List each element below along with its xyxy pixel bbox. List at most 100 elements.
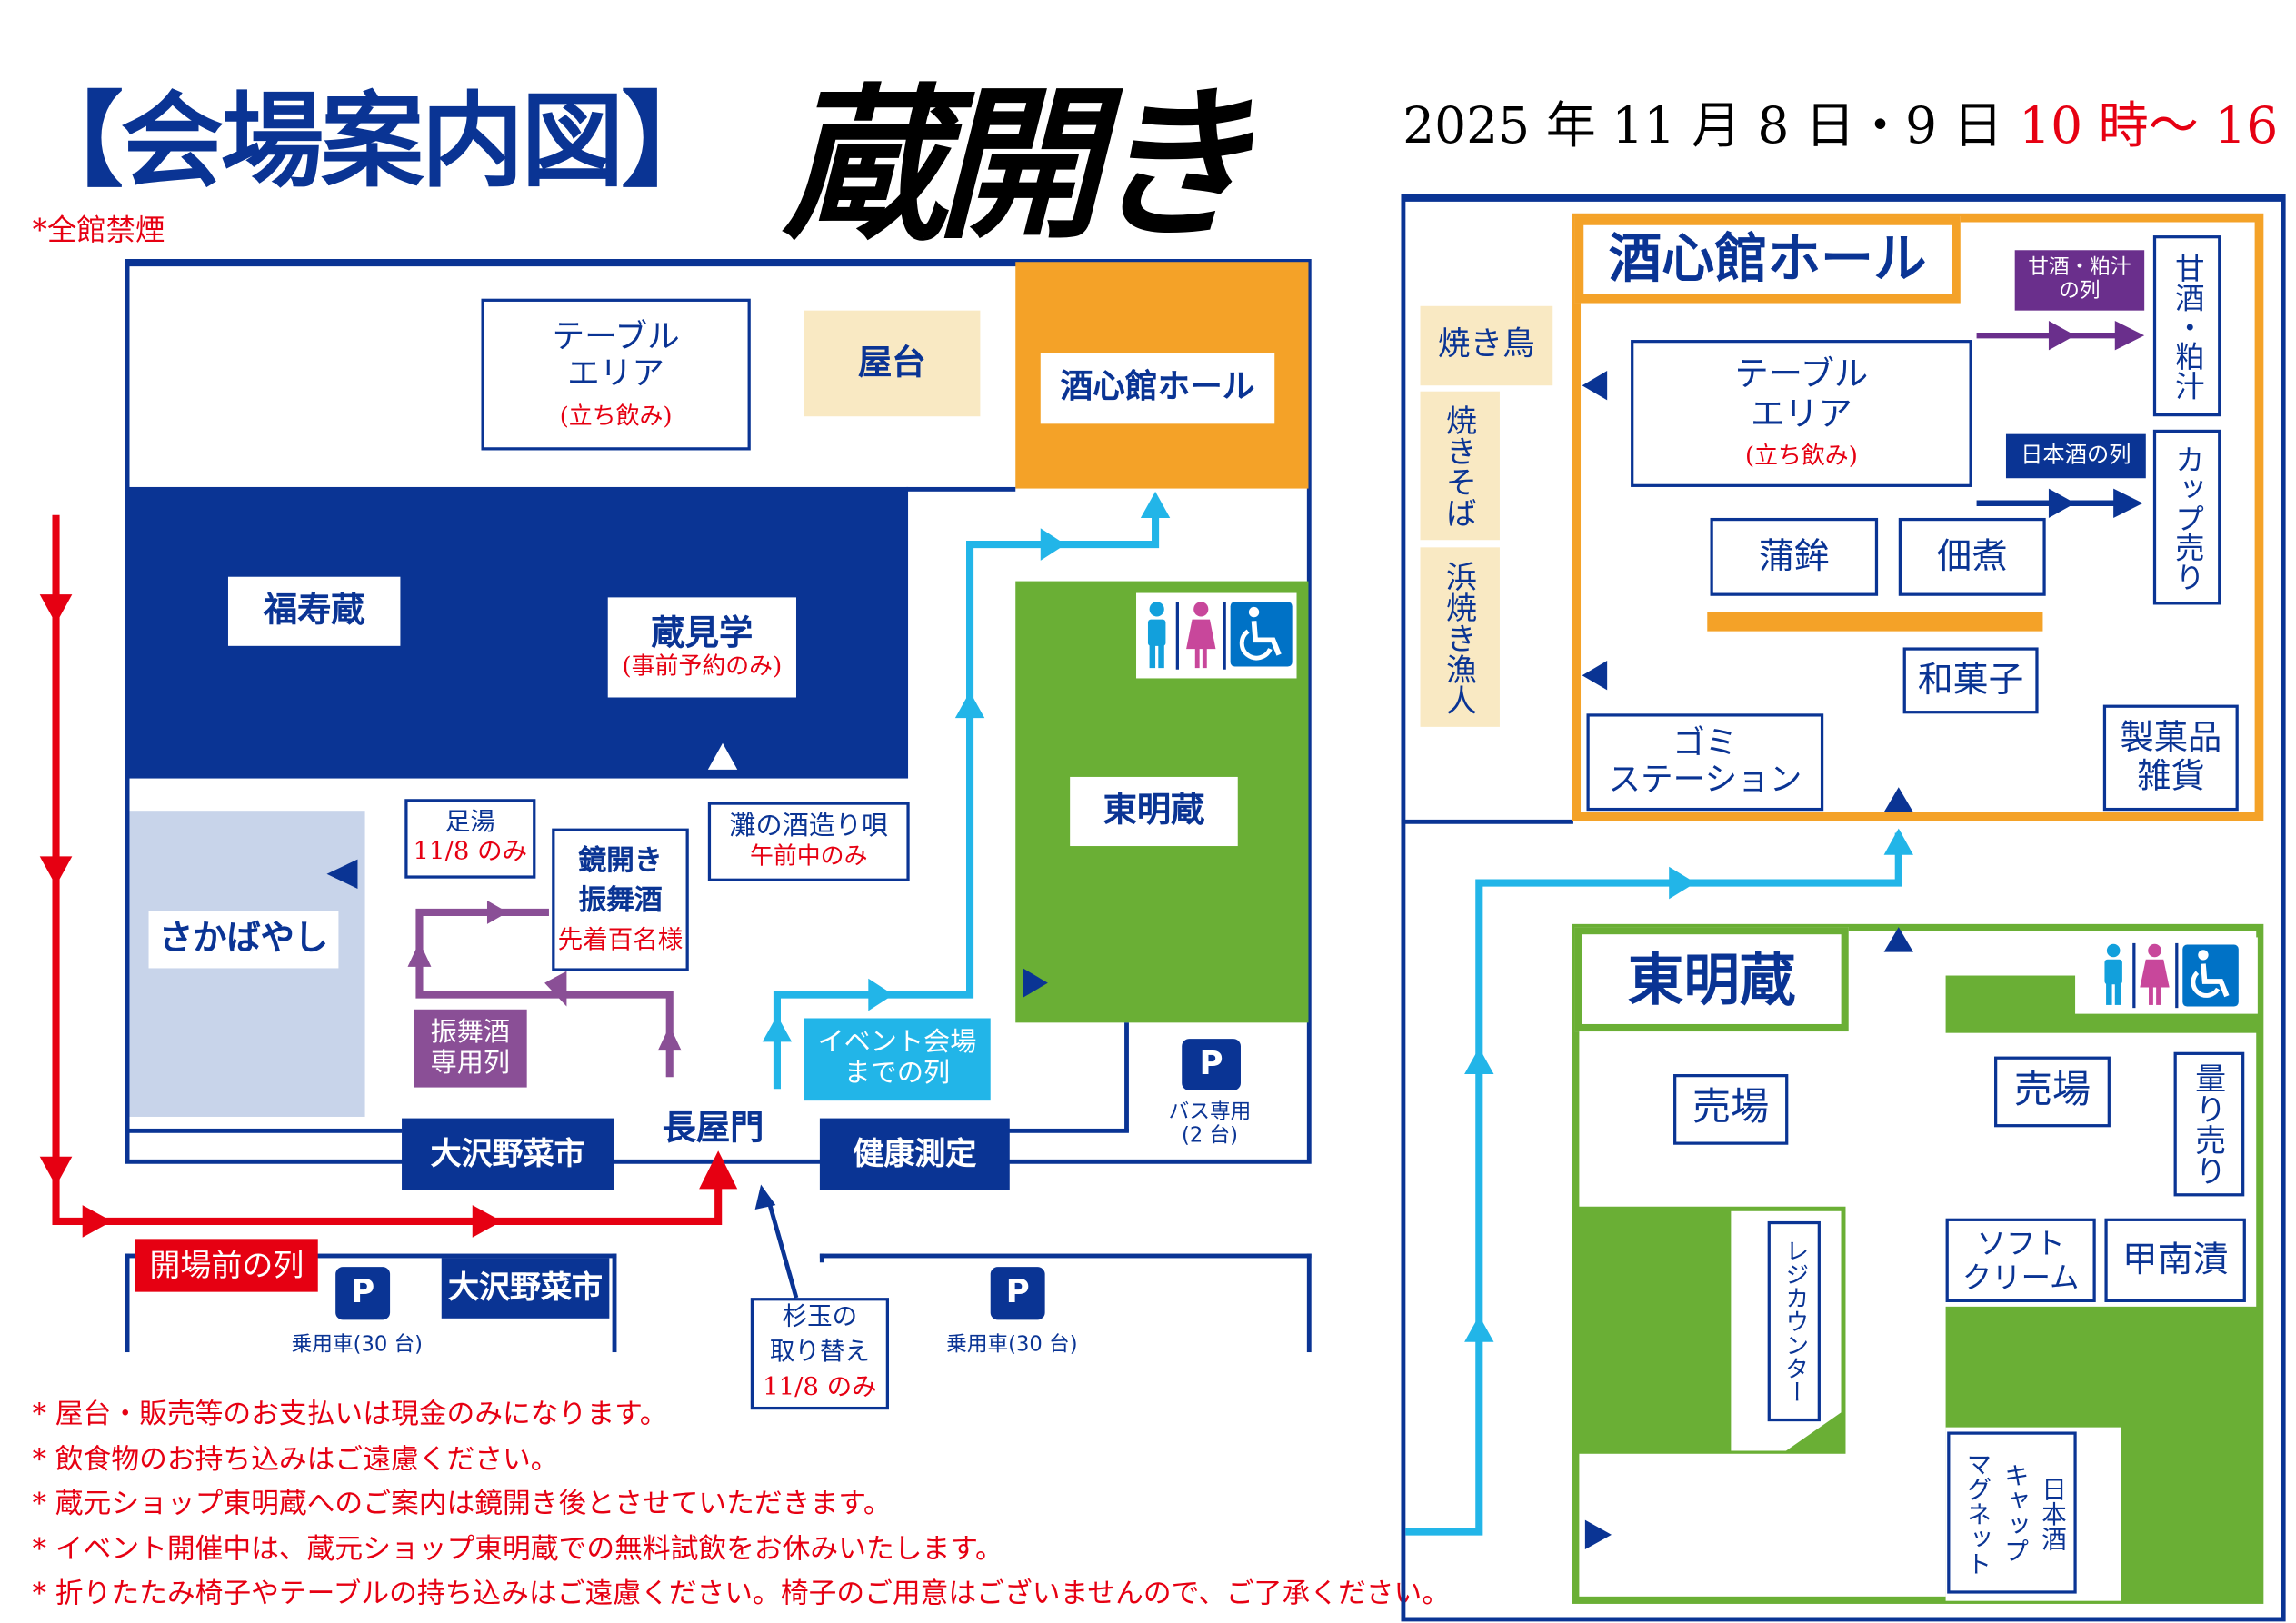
yatai-area[interactable]: 屋台 (804, 310, 981, 417)
event-date: 2025 年 11 月 8 日・9 日 10 時〜 16 時 (1403, 85, 2296, 157)
yakitori-stall[interactable]: 焼き鳥 (1420, 305, 1553, 386)
woman-icon (1186, 602, 1216, 669)
confectionery-stall[interactable]: 製菓品 雑貨 (2102, 704, 2239, 812)
restroom-icons (2104, 942, 2239, 1009)
sales-right[interactable]: 売場 (1994, 1056, 2111, 1128)
tomeigura-label: 東明蔵 (1070, 776, 1238, 847)
ashiyu-label: 足湯 (444, 808, 495, 839)
kagami-biraki[interactable]: 鏡開き 振舞酒 先着百名様 (552, 828, 689, 971)
cup-sales-stall[interactable]: カップ売り (2152, 429, 2221, 605)
sales-left[interactable]: 売場 (1673, 1074, 1789, 1145)
sugidama-line1: 杉玉の (782, 1302, 858, 1332)
wall-line (1401, 819, 1573, 824)
health-check[interactable]: 健康測定 (819, 1118, 1010, 1190)
amazake-stall[interactable]: 甘酒・粕汁 (2152, 235, 2221, 417)
soft-cream[interactable]: ソフト クリーム (1945, 1218, 2096, 1302)
sugidama[interactable]: 杉玉の 取り替え 11/8 のみ (750, 1298, 889, 1410)
kura-tour[interactable]: 蔵見学 (事前予約のみ) (607, 597, 796, 698)
tsukudani-stall[interactable]: 佃煮 (1898, 517, 2046, 596)
ashiyu-note: 11/8 のみ (413, 837, 528, 867)
event-time: 10 時〜 16 時 (2019, 96, 2296, 156)
arrow-down (39, 1156, 73, 1187)
kagami-biraki-line2: 振舞酒 (578, 884, 663, 918)
soft-cream-line1: ソフト (1976, 1224, 2065, 1260)
garbage-line1: ゴミ (1672, 724, 1738, 762)
hall-table-area[interactable]: テーブル エリア (立ち飲み) (1631, 340, 1972, 487)
kamaboko-stall[interactable]: 蒲鉾 (1710, 517, 1879, 596)
garbage-station[interactable]: ゴミ ステーション (1586, 713, 1824, 812)
bus-parking-line2: (2 台) (1181, 1124, 1238, 1148)
divider (1223, 602, 1226, 670)
event-line-1: イベント会場 (817, 1027, 977, 1059)
amazake-line-label: 甘酒・粕汁 の列 (2014, 250, 2145, 311)
nada-song-label: 灘の酒造り唄 (729, 811, 889, 842)
amazake-line-1: 甘酒・粕汁 (2028, 255, 2131, 280)
ashiyu[interactable]: 足湯 11/8 のみ (404, 799, 536, 879)
note-item: * 折りたたみ椅子やテーブルの持ち込みはご遠慮ください。椅子のご用意はございませ… (32, 1577, 1451, 1610)
bus-parking-label: バス専用 (2 台) (1151, 1098, 1269, 1150)
wheelchair-icon (1230, 602, 1293, 667)
kagami-biraki-note: 先着百名様 (557, 925, 684, 955)
table-area-note: (立ち飲み) (559, 401, 673, 430)
kura-tour-label: 蔵見学 (651, 612, 754, 653)
furumai-line-2: 専用列 (430, 1047, 511, 1079)
yakisoba-stall[interactable]: 焼きそば (1420, 391, 1500, 541)
arrow-down (39, 856, 73, 886)
konanzuke[interactable]: 甲南漬 (2104, 1218, 2246, 1302)
event-logo: 蔵開き (783, 69, 1253, 263)
parking-left-area (125, 1253, 617, 1353)
sakabayashi-label: さかばやし (148, 911, 339, 969)
bus-parking-icon: P (1182, 1039, 1241, 1090)
divider (2132, 942, 2136, 1009)
tomeigura-title: 東明蔵 (1574, 927, 1849, 1032)
page-title: 【会場案内図】 (20, 79, 724, 202)
wheelchair-icon (2182, 944, 2239, 1007)
notes: * 屋台・販売等のお支払いは現金のみになります。 * 飲食物のお持ち込みはご遠慮… (33, 1392, 1450, 1617)
bus-parking-line1: バス専用 (1168, 1100, 1252, 1124)
event-line-2: までの列 (844, 1058, 951, 1090)
event-line-label: イベント会場 までの列 (804, 1018, 991, 1101)
nada-song-note: 午前中のみ (749, 841, 868, 871)
table-area[interactable]: テーブル エリア (立ち飲み) (481, 298, 751, 451)
wagashi-stall[interactable]: 和菓子 (1902, 647, 2039, 714)
confectionery-line1: 製菓品 (2120, 719, 2222, 758)
parking-left-label: 乗用車(30 台) (291, 1332, 424, 1357)
no-smoking-note: *全館禁煙 (32, 212, 165, 248)
wall-line (906, 486, 1016, 492)
arrow-right (472, 1205, 503, 1238)
nada-song[interactable]: 灘の酒造り唄 午前中のみ (707, 802, 910, 881)
opening-line-label: 開場前の列 (135, 1239, 318, 1292)
man-icon (1147, 602, 1166, 669)
note-item: * 屋台・販売等のお支払いは現金のみになります。 (32, 1398, 668, 1430)
parking-right-icon: P (990, 1267, 1045, 1320)
sugidama-note: 11/8 のみ (763, 1372, 877, 1402)
bulk-sales[interactable]: 量り売り (2173, 1051, 2245, 1197)
hall-title: 酒心館ホール (1574, 216, 1961, 304)
hall-table-line2: エリア (1751, 395, 1852, 434)
note-item: * イベント開催中は、蔵元ショップ東明蔵での無料試飲をお休みいたします。 (32, 1532, 1003, 1566)
osawa-market[interactable]: 大沢野菜市 (402, 1118, 614, 1190)
right-map-outline (1401, 194, 2286, 1622)
hall-table-line1: テーブル (1734, 356, 1869, 395)
table-area-line2: エリア (567, 356, 665, 393)
note-item: * 飲食物のお持ち込みはご遠慮ください。 (32, 1442, 559, 1476)
table-area-line1: テーブル (552, 319, 680, 356)
hall-table-note: (立ち飲み) (1744, 442, 1858, 470)
osawa-market-2[interactable]: 大沢野菜市 (441, 1258, 610, 1319)
restroom-icons (1147, 602, 1293, 670)
arrow-head (754, 1184, 776, 1210)
fukujugura-label: 福寿蔵 (227, 576, 401, 646)
confectionery-line2: 雑貨 (2137, 757, 2205, 796)
arrow-right (82, 1205, 113, 1238)
register-counter[interactable]: レジカウンター (1767, 1220, 1821, 1422)
kagami-biraki-line1: 鏡開き (578, 843, 663, 877)
sake-line-label: 日本酒の列 (2005, 433, 2146, 479)
kura-tour-note: (事前予約のみ) (622, 652, 783, 681)
soft-cream-line2: クリーム (1962, 1259, 2080, 1295)
arrow-down (39, 594, 73, 624)
sake-cap-magnet[interactable]: 日本酒 キャップ マグネット (1947, 1431, 2077, 1594)
restroom-sign-2 (2075, 937, 2258, 1014)
hamayaki-stall[interactable]: 浜焼き漁人 (1420, 547, 1500, 727)
restroom-sign (1136, 592, 1297, 679)
